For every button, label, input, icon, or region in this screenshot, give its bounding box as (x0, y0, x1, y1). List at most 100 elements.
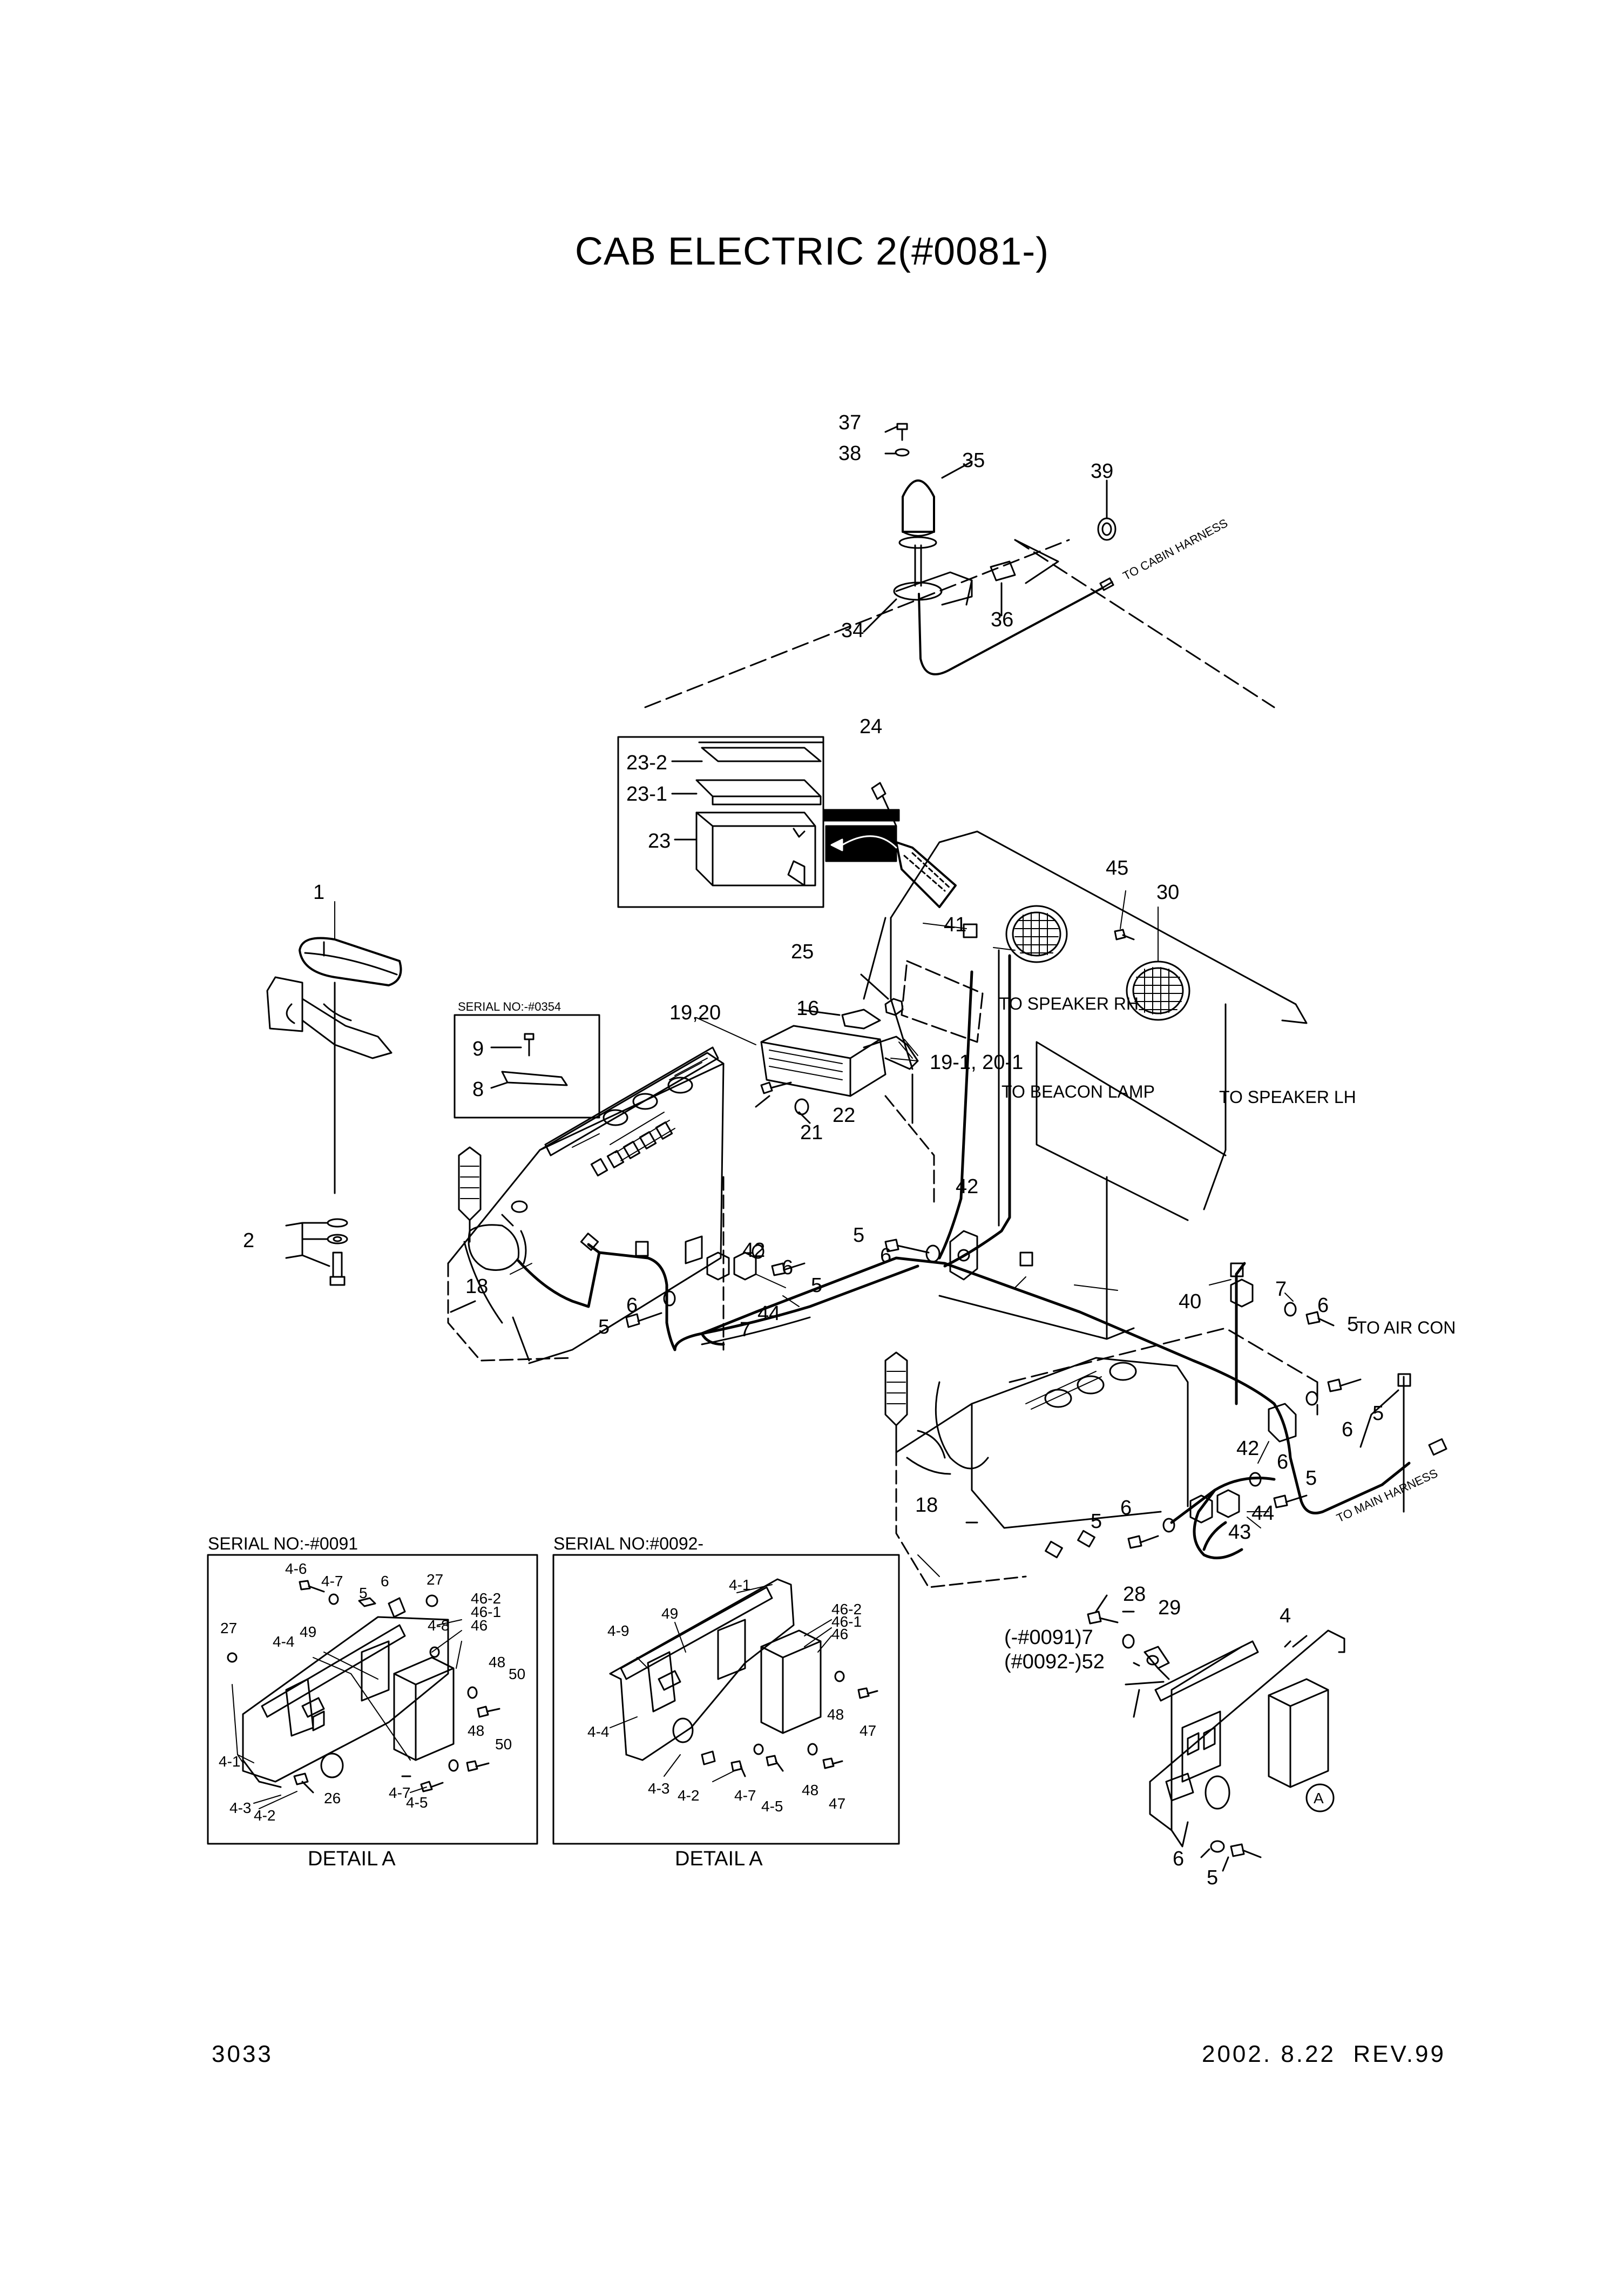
detail-left-4-3: 4-3 (229, 1799, 251, 1816)
notes: TO CABIN HARNESS TO SPEAKER RH TO SPEAKE… (208, 516, 1456, 1870)
callout-16: 16 (796, 997, 819, 1020)
callout-23: 23 (648, 830, 671, 853)
cab-frame (1009, 1327, 1318, 1416)
detail-left-46-2: 46-2 (471, 1590, 501, 1607)
detail-right-4-5: 4-5 (761, 1798, 783, 1815)
detail-a-right-caption: DETAIL A (675, 1848, 763, 1870)
page-number: 3033 (212, 2041, 273, 2067)
detail-left-5: 5 (359, 1585, 368, 1601)
detail-left-4-6: 4-6 (285, 1560, 307, 1577)
callout-5-right-d: 5 (1091, 1510, 1102, 1533)
callout-37: 37 (838, 411, 861, 434)
detail-right-48-lower: 48 (802, 1782, 818, 1798)
callout-5-left-b: 5 (598, 1316, 610, 1338)
callout-25: 25 (791, 941, 814, 963)
callout-18-left: 18 (465, 1275, 488, 1298)
detail-left-4-8: 4-8 (428, 1617, 449, 1634)
callout-6-upper: 6 (880, 1244, 891, 1267)
detail-right-47-upper: 47 (860, 1722, 876, 1739)
detail-right-47-lower: 47 (829, 1795, 845, 1812)
callout-5-left-a: 5 (811, 1274, 822, 1297)
detail-a-left-caption: DETAIL A (308, 1848, 396, 1870)
callout-5-right-c: 5 (1305, 1467, 1317, 1490)
detail-left-48-lower: 48 (468, 1722, 484, 1739)
detail-right-46-2: 46-2 (831, 1601, 862, 1618)
beacon-lamp-assembly (644, 423, 1275, 708)
detail-left-4-7-bottom: 4-7 (389, 1784, 410, 1801)
detail-left-50-lower: 50 (495, 1736, 512, 1753)
detail-right-4-4: 4-4 (587, 1723, 609, 1740)
callout-41: 41 (944, 914, 966, 936)
callout-6-left-a: 6 (782, 1256, 793, 1279)
callout-5-right-b: 5 (1372, 1402, 1384, 1425)
detail-left-48-upper: 48 (489, 1654, 505, 1670)
detail-left-4-4: 4-4 (273, 1633, 294, 1650)
detail-left-27-side: 27 (220, 1620, 237, 1636)
callout-24: 24 (860, 715, 882, 738)
callout-4: 4 (1280, 1605, 1291, 1627)
note-to-cabin-harness: TO CABIN HARNESS (1121, 516, 1230, 583)
leader-lines (334, 890, 1294, 1577)
detail-left-4-2: 4-2 (254, 1807, 275, 1824)
callout-44-right: 44 (1251, 1502, 1274, 1525)
detail-left-46: 46 (471, 1617, 488, 1634)
controller-module (1087, 1594, 1345, 1872)
callout-6-right-c: 6 (1277, 1451, 1288, 1473)
callout-42-right: 42 (1236, 1437, 1259, 1460)
harness-connectors (580, 923, 1447, 1559)
detail-left-49: 49 (300, 1623, 316, 1640)
callout-2: 2 (243, 1229, 254, 1252)
detail-right-46-1: 46-1 (831, 1613, 862, 1630)
detail-right-4-3: 4-3 (648, 1780, 669, 1797)
page-title: CAB ELECTRIC 2(#0081-) (574, 230, 1050, 273)
callout-28: 28 (1123, 1583, 1146, 1606)
detail-a-right (552, 1554, 900, 1845)
callout-43: 43 (1228, 1521, 1251, 1544)
callout-22: 22 (833, 1104, 855, 1127)
note-alt-part-7: (-#0091)7 (1004, 1626, 1093, 1649)
note-to-main-harness: TO MAIN HARNESS (1335, 1466, 1440, 1525)
callout-9: 9 (472, 1038, 484, 1060)
callout-30: 30 (1156, 881, 1179, 904)
callout-21: 21 (800, 1121, 823, 1144)
callout-6-left-b: 6 (626, 1294, 638, 1317)
left-console (266, 937, 935, 1364)
callout-40: 40 (1179, 1290, 1201, 1313)
callout-44-left: 44 (757, 1302, 780, 1325)
note-alt-part-52: (#0092-)52 (1004, 1650, 1105, 1673)
callout-6-right-b: 6 (1342, 1418, 1353, 1441)
callout-42-upper: 42 (956, 1175, 978, 1198)
callout-6-right-d: 6 (1120, 1497, 1132, 1519)
detail-left-4-5: 4-5 (406, 1794, 428, 1811)
detail-left-26: 26 (324, 1790, 341, 1807)
callout-6-bottom: 6 (1173, 1848, 1184, 1870)
callout-35: 35 (962, 449, 985, 472)
revision-date: 2002. 8.22 REV.99 (1201, 2041, 1446, 2067)
clamps-and-fasteners (625, 1230, 1362, 1549)
detail-left-4-1: 4-1 (219, 1753, 240, 1770)
right-console (884, 1351, 1189, 1588)
callout-6-right-a: 6 (1317, 1294, 1329, 1317)
callout-42-left: 42 (742, 1239, 765, 1262)
detail-right-4-1: 4-1 (729, 1577, 750, 1593)
callout-29: 29 (1158, 1596, 1181, 1619)
detail-right-48-upper: 48 (827, 1706, 844, 1723)
cab-rear-panel (617, 736, 1308, 1340)
note-serial-0091: SERIAL NO:-#0091 (208, 1534, 358, 1553)
callout-39: 39 (1091, 460, 1113, 483)
detail-left-6: 6 (381, 1573, 389, 1589)
note-to-speaker-lh: TO SPEAKER LH (1219, 1087, 1356, 1107)
callout-34: 34 (841, 619, 864, 642)
callout-23-1: 23-1 (626, 783, 667, 806)
detail-left-50-upper: 50 (509, 1666, 525, 1682)
callout-7-right: 7 (1275, 1278, 1287, 1301)
callout-labels: 37 38 35 39 34 36 24 23-2 23-1 23 45 30 … (219, 411, 1384, 1889)
callout-1: 1 (313, 881, 324, 904)
callout-38: 38 (838, 442, 861, 465)
callout-5-upper: 5 (853, 1224, 864, 1247)
callout-36: 36 (991, 608, 1013, 631)
callout-18-right: 18 (915, 1494, 938, 1517)
note-to-air-con: TO AIR CON (1356, 1318, 1456, 1337)
